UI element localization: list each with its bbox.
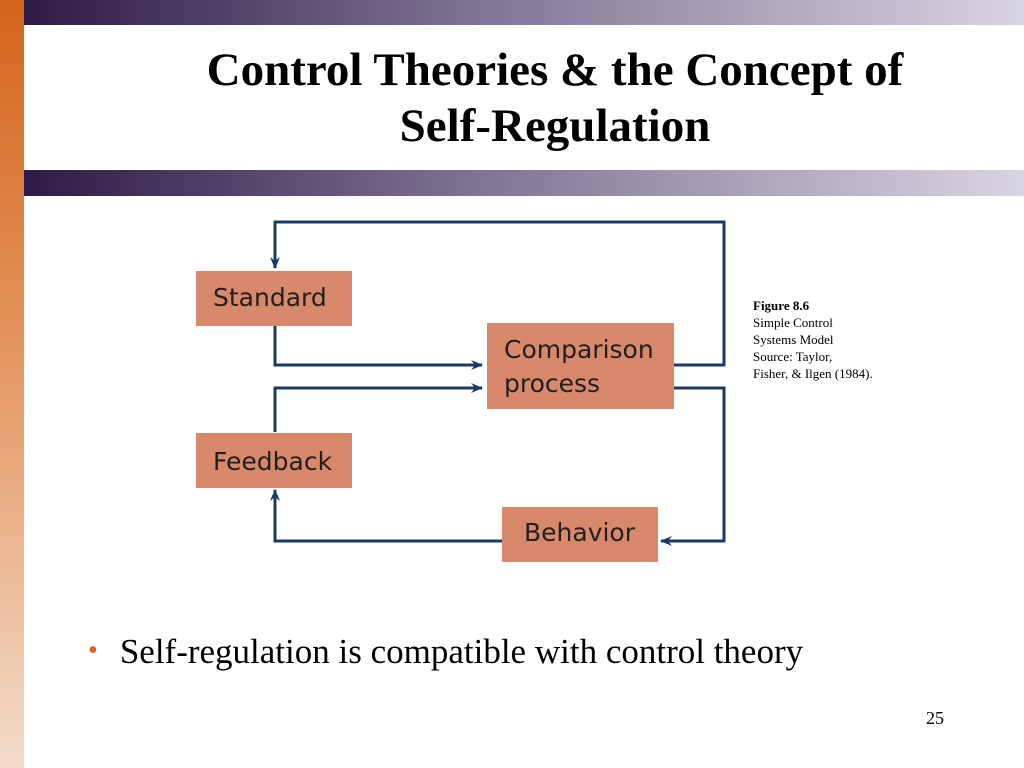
slide-title-line-1: Control Theories & the Concept of — [206, 44, 904, 96]
caption-line-2: Systems Model — [753, 332, 834, 347]
slide-title-line-2: Self-Regulation — [399, 100, 711, 152]
top-header-band — [24, 0, 1024, 25]
edge-comparison-to-behavior — [660, 386, 726, 546]
node-comparison-label-line-2: process — [504, 369, 600, 398]
caption-line-3: Source: Taylor, — [753, 349, 833, 364]
node-comparison-process: Comparison process — [487, 323, 674, 409]
bullet-dot-icon: • — [88, 635, 98, 666]
node-behavior-label: Behavior — [524, 518, 636, 547]
node-feedback: Feedback — [196, 433, 352, 488]
left-accent-bar — [0, 0, 24, 768]
edge-feedback-to-comparison — [273, 383, 483, 432]
page-number: 25 — [926, 708, 944, 728]
node-feedback-label: Feedback — [213, 447, 333, 476]
edge-standard-to-comparison — [273, 326, 483, 370]
caption-figure-number: Figure 8.6 — [753, 298, 810, 313]
caption-line-4: Fisher, & Ilgen (1984). — [753, 366, 873, 381]
edge-comparison-to-standard — [270, 220, 726, 367]
title-divider-band — [24, 170, 1024, 196]
caption-line-1: Simple Control — [753, 315, 833, 330]
slide-title: Control Theories & the Concept of Self-R… — [110, 42, 1000, 154]
figure-caption: Figure 8.6 Simple Control Systems Model … — [753, 297, 873, 382]
node-comparison-label-line-1: Comparison — [504, 335, 654, 364]
bullet-item: • Self-regulation is compatible with cont… — [88, 632, 803, 672]
bullet-text: Self-regulation is compatible with contr… — [119, 632, 804, 671]
node-behavior: Behavior — [502, 507, 658, 562]
node-standard: Standard — [196, 271, 352, 326]
node-standard-label: Standard — [213, 283, 327, 312]
edge-behavior-to-feedback — [270, 489, 502, 543]
